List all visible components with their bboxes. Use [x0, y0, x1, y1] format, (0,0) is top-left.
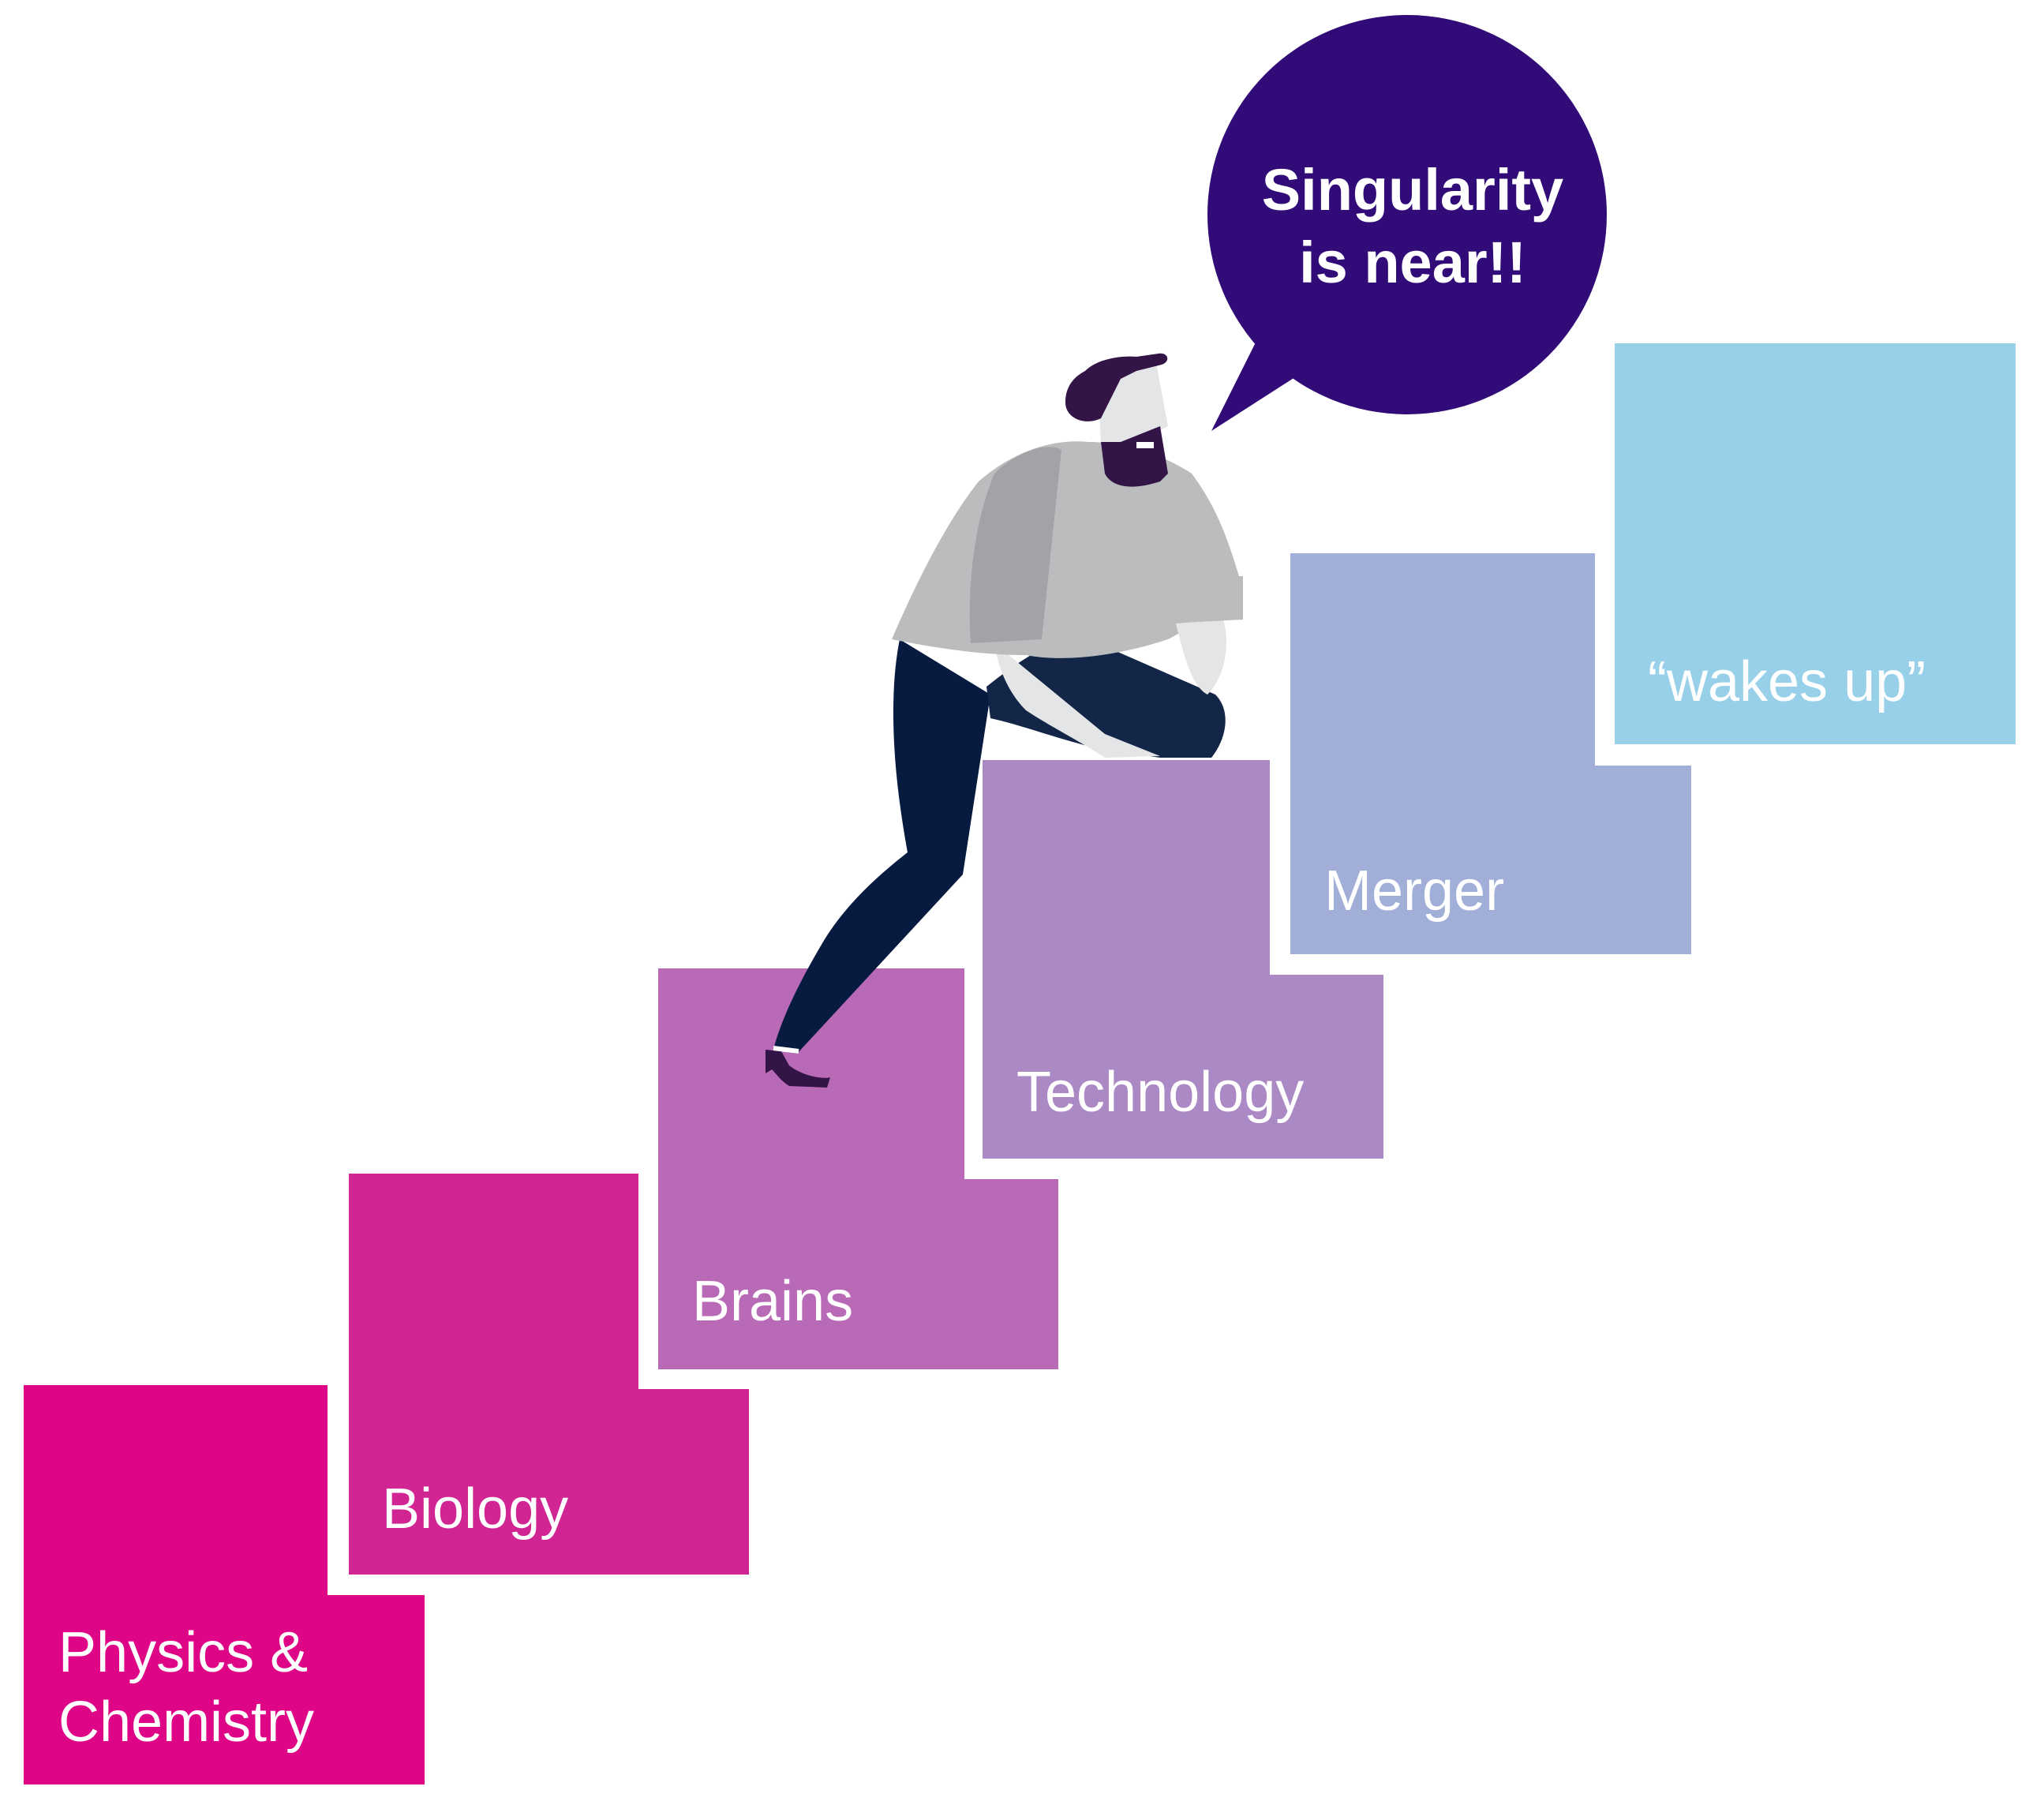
step-label-physics-chemistry: Physics & Chemistry: [58, 1621, 315, 1754]
step-brains: [650, 961, 1066, 1377]
step-technology: [975, 752, 1391, 1167]
step-label-brains: Brains: [692, 1270, 854, 1333]
step-label-biology: Biology: [382, 1477, 569, 1541]
step-wakes-up: [1607, 335, 2023, 752]
step-label-wakes-up: “wakes up”: [1648, 650, 1926, 713]
climbing-man-illustration: [766, 353, 1243, 1088]
step-label-technology: Technology: [1016, 1061, 1305, 1124]
step-label-merger: Merger: [1324, 859, 1505, 923]
step-biology: [341, 1166, 757, 1582]
speech-bubble: [1207, 15, 1607, 431]
step-physics-chemistry: [16, 1377, 432, 1792]
step-merger: [1282, 545, 1699, 962]
speech-bubble-text: Singularity is near!!: [1261, 157, 1564, 295]
